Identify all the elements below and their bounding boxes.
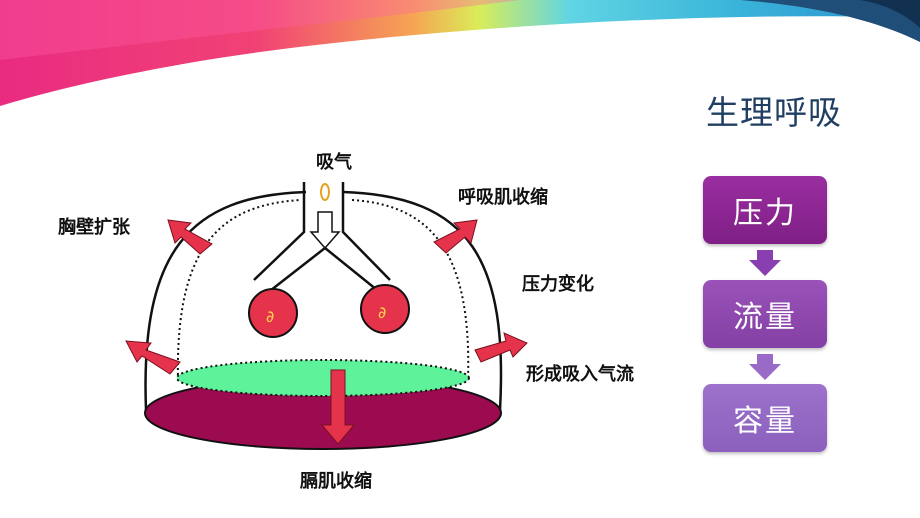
- flow-step-pressure: 压力: [703, 176, 827, 244]
- air-particle: [320, 183, 330, 201]
- slide-title: 生理呼吸: [706, 93, 842, 132]
- flow-arrow-2: [749, 354, 781, 380]
- inner-lung-boundary: [176, 199, 470, 381]
- label-inspiratory-muscles: 呼吸肌收缩: [458, 187, 548, 208]
- right-alveolus-glyph: ∂: [378, 303, 386, 322]
- flow-arrow-1: [749, 250, 781, 276]
- flow-step-volume: 容量: [703, 384, 827, 452]
- left-alveolus: [248, 288, 298, 338]
- flow-step-flow: 流量: [703, 280, 827, 348]
- header-banner: [0, 0, 920, 106]
- arrow-lower-left: [125, 340, 181, 375]
- left-alveolus-glyph: ∂: [266, 307, 274, 326]
- expansion-arrows: [125, 219, 528, 445]
- right-alveolus: [360, 284, 410, 334]
- arrow-upper-right: [433, 219, 478, 254]
- label-diaphragm: 膈肌收缩: [300, 471, 372, 492]
- label-inhale: 吸气: [316, 152, 352, 173]
- label-pressure-change: 压力变化: [522, 274, 594, 295]
- inhale-arrow: [309, 211, 341, 250]
- arrow-down: [320, 369, 356, 445]
- arrow-upper-left: [167, 219, 213, 255]
- label-airflow: 形成吸入气流: [526, 364, 634, 385]
- label-chest-wall: 胸壁扩张: [58, 217, 130, 238]
- diaphragm-dome: [176, 359, 470, 397]
- arrow-lower-right: [474, 332, 528, 363]
